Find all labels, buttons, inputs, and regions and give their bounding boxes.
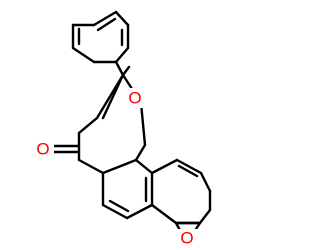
bond xyxy=(77,158,105,175)
bond xyxy=(71,46,96,64)
bond xyxy=(134,158,154,175)
bond xyxy=(139,101,147,147)
bond xyxy=(92,10,118,27)
bond xyxy=(114,46,130,64)
bond xyxy=(77,116,99,135)
ketone-oxygen-label: O xyxy=(36,140,49,159)
bonds xyxy=(50,10,212,234)
bond xyxy=(96,17,117,32)
bond xyxy=(134,143,147,162)
bond xyxy=(175,158,203,175)
bond xyxy=(101,158,138,175)
atom-labels: O O O xyxy=(34,88,198,249)
molecule-structure: O O O xyxy=(34,10,212,249)
bond xyxy=(199,171,212,193)
bond xyxy=(150,158,179,175)
bond xyxy=(114,60,125,77)
ring-oxygen-label: O xyxy=(128,89,141,108)
bond xyxy=(121,65,131,77)
bond xyxy=(114,10,130,27)
bond xyxy=(125,203,154,220)
bond xyxy=(198,208,212,225)
bond xyxy=(101,73,125,120)
bond xyxy=(101,203,129,220)
bond xyxy=(177,164,199,178)
bond xyxy=(150,203,178,225)
bond xyxy=(108,199,130,213)
epoxide-oxygen-label: O xyxy=(180,229,193,248)
